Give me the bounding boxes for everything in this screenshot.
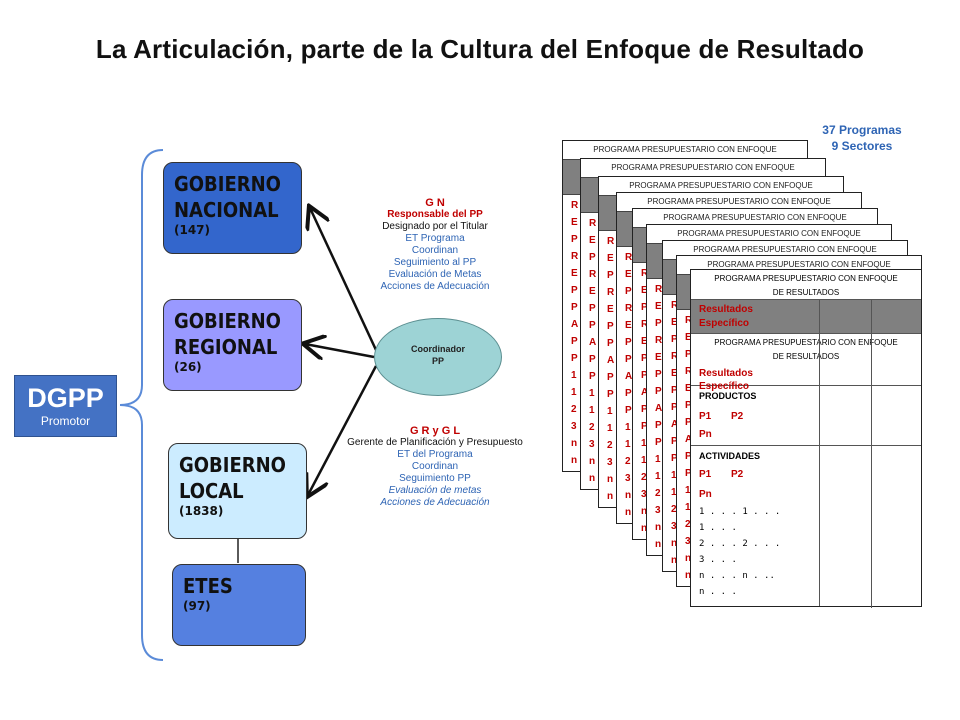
front-gray-result: Resultados xyxy=(699,304,753,315)
grgl-description: G R y G L Gerente de Planificación y Pre… xyxy=(335,425,535,509)
front-header-2: DE RESULTADOS xyxy=(772,288,840,297)
front-result-row: PROGRAMA PRESUPUESTARIO CON ENFOQUE DE R… xyxy=(691,334,921,386)
front-column-divider xyxy=(871,300,872,334)
front-gray-specific: Específico xyxy=(699,318,750,329)
front-specific: Específico xyxy=(699,381,750,392)
programs-count-line: 37 Programas xyxy=(822,123,902,137)
activity-line: 1 . . . 1 . . . xyxy=(699,507,781,517)
sectors-count-line: 9 Sectores xyxy=(831,139,893,153)
gn-eval: Evaluación de Metas xyxy=(388,269,482,280)
level-name: ETES xyxy=(183,574,233,598)
activity-line: 2 . . . 2 . . . xyxy=(699,539,781,549)
gn-coord: Coordinan xyxy=(411,245,459,256)
dgpp-title: DGPP xyxy=(27,383,104,413)
gn-follow: Seguimiento al PP xyxy=(393,257,477,268)
gn-role: Responsable del PP xyxy=(387,209,483,220)
gn-actions: Acciones de Adecuación xyxy=(380,281,490,292)
level-count: (147) xyxy=(174,223,211,237)
arrow-to-nacional xyxy=(310,208,378,351)
grgl-follow: Seguimiento PP xyxy=(399,473,471,484)
activities-label: ACTIVIDADES xyxy=(699,451,761,461)
front-products-row xyxy=(691,386,921,446)
activity-p2: P2 xyxy=(731,469,744,480)
grgl-coord: Coordinan xyxy=(411,461,459,472)
gobierno-local-box: GOBIERNO LOCAL (1838) xyxy=(168,443,307,539)
grgl-heading: G R y G L xyxy=(409,425,461,437)
front-gray-row: Resultados Específico xyxy=(691,300,921,334)
grgl-program: ET del Programa xyxy=(397,449,473,460)
coordinador-label: Coordinador xyxy=(411,344,465,354)
level-name: GOBIERNO NACIONAL xyxy=(174,172,281,222)
gn-description: G N Responsable del PP Designado por el … xyxy=(350,197,520,293)
front-inner-header-2: DE RESULTADOS xyxy=(772,352,840,361)
dgpp-box: DGPP Promotor xyxy=(14,375,117,437)
pp-label: PP xyxy=(431,356,444,366)
product-pn: Pn xyxy=(699,429,712,440)
level-count: (1838) xyxy=(179,504,224,518)
level-name: GOBIERNO LOCAL xyxy=(179,453,286,503)
arrow-to-local xyxy=(308,365,378,495)
front-header: PROGRAMA PRESUPUESTARIO CON ENFOQUE xyxy=(714,274,898,283)
activity-line: n . . . xyxy=(699,587,737,597)
front-result: Resultados xyxy=(699,368,753,379)
program-sheet-front: PROGRAMA PRESUPUESTARIO CON ENFOQUE DE R… xyxy=(690,269,922,608)
front-inner-header: PROGRAMA PRESUPUESTARIO CON ENFOQUE xyxy=(714,338,898,347)
activity-pn: Pn xyxy=(699,489,712,500)
gobierno-regional-box: GOBIERNO REGIONAL (26) xyxy=(163,299,302,391)
slide-title: La Articulación, parte de la Cultura del… xyxy=(95,34,865,64)
level-count: (97) xyxy=(183,599,211,613)
front-header-row: PROGRAMA PRESUPUESTARIO CON ENFOQUE DE R… xyxy=(691,270,921,300)
arrow-to-regional xyxy=(305,344,375,357)
gn-program: ET Programa xyxy=(405,233,465,244)
level-name: GOBIERNO REGIONAL xyxy=(174,309,281,359)
grgl-role: Gerente de Planificación y Presupuesto xyxy=(347,437,523,448)
gobierno-nacional-box: GOBIERNO NACIONAL (147) xyxy=(163,162,302,254)
gn-heading: G N xyxy=(425,197,445,209)
activity-p1: P1 xyxy=(699,469,712,480)
activity-line: n . . . n . .. xyxy=(699,571,775,581)
grgl-actions: Acciones de Adecuación xyxy=(380,497,490,508)
front-column-divider xyxy=(871,334,872,608)
dgpp-subtitle: Promotor xyxy=(40,414,91,428)
grgl-eval: Evaluación de metas xyxy=(388,485,482,496)
left-bracket xyxy=(119,149,164,661)
front-column-divider xyxy=(819,300,820,606)
product-p2: P2 xyxy=(731,411,744,422)
coordinador-ellipse: Coordinador PP xyxy=(374,318,502,396)
gn-designated: Designado por el Titular xyxy=(382,221,488,232)
level-count: (26) xyxy=(174,360,202,374)
activity-line: 1 . . . xyxy=(699,523,737,533)
products-label: PRODUCTOS xyxy=(699,391,757,401)
etes-box: ETES (97) xyxy=(172,564,306,646)
programs-count: 37 Programas 9 Sectores xyxy=(802,122,922,154)
activity-line: 3 . . . xyxy=(699,555,737,565)
product-p1: P1 xyxy=(699,411,712,422)
